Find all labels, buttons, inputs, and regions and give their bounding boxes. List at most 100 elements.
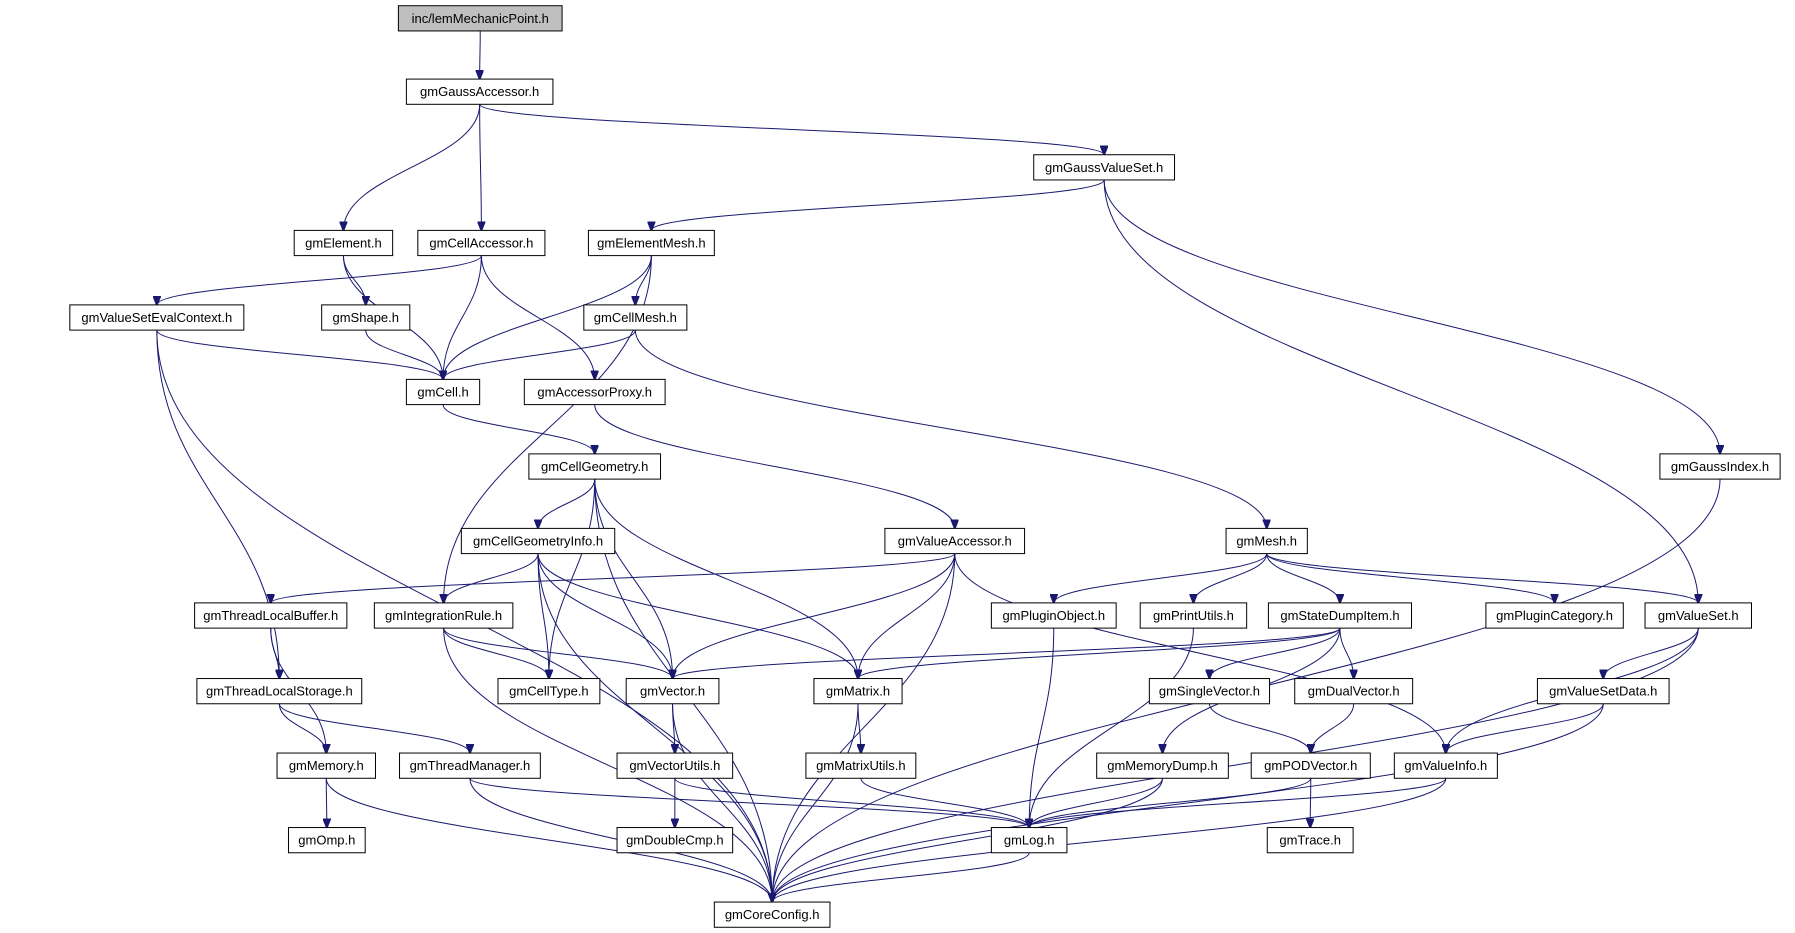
node-trace[interactable]: gmTrace.h [1266, 827, 1354, 854]
node-label: gmValueSetData.h [1549, 684, 1657, 699]
node-threadLocalBuffer[interactable]: gmThreadLocalBuffer.h [194, 602, 348, 629]
node-valueSetData[interactable]: gmValueSetData.h [1536, 678, 1670, 705]
node-valueSet[interactable]: gmValueSet.h [1644, 602, 1752, 629]
edge-gaussValueSet-to-gaussIndex [1103, 179, 1720, 454]
node-gaussAccessor[interactable]: gmGaussAccessor.h [405, 78, 554, 105]
node-label: gmElementMesh.h [597, 235, 705, 250]
edge-root-to-gaussAccessor [480, 30, 481, 79]
node-box [405, 378, 481, 406]
node-pluginObject[interactable]: gmPluginObject.h [990, 602, 1117, 629]
node-label: gmCellAccessor.h [429, 235, 533, 250]
node-box [805, 752, 917, 779]
node-gaussValueSet[interactable]: gmGaussValueSet.h [1033, 154, 1176, 181]
node-box [1250, 752, 1371, 779]
edge-stateDumpItem-to-matrix [858, 627, 1341, 678]
edge-stateDumpItem-to-singleVector [1209, 627, 1341, 678]
node-label: gmDualVector.h [1308, 684, 1400, 699]
node-valueSetEvalContext[interactable]: gmValueSetEvalContext.h [69, 304, 245, 331]
node-label: gmMemory.h [289, 758, 364, 773]
node-label: gmValueSetEvalContext.h [81, 310, 232, 325]
node-threadManager[interactable]: gmThreadManager.h [399, 752, 541, 779]
edge-valueAccessor-to-threadLocalBuffer [271, 553, 956, 603]
edge-valueAccessor-to-vector [673, 553, 956, 679]
edge-vector-to-coreConfig [672, 703, 773, 902]
node-cell[interactable]: gmCell.h [405, 378, 481, 406]
edge-cellGeometry-to-matrix [594, 479, 858, 678]
node-box [1294, 678, 1414, 705]
node-accessorProxy[interactable]: gmAccessorProxy.h [523, 378, 666, 406]
node-box [1267, 602, 1413, 629]
node-label: inc/lemMechanicPoint.h [412, 11, 549, 26]
edge-integrationRule-to-coreConfig [443, 628, 773, 902]
node-valueAccessor[interactable]: gmValueAccessor.h [884, 527, 1026, 555]
edge-cellGeometryInfo-to-matrix [537, 553, 858, 679]
node-box [1644, 602, 1752, 629]
node-memory[interactable]: gmMemory.h [276, 752, 376, 779]
node-vector[interactable]: gmVector.h [625, 678, 720, 705]
node-cellMesh[interactable]: gmCellMesh.h [583, 304, 688, 331]
header-file-nodes: inc/lemMechanicPoint.h gmGaussAccessor.h g… [69, 5, 1781, 928]
edge-memoryDump-to-coreConfig [772, 778, 1164, 902]
node-matrixUtils[interactable]: gmMatrixUtils.h [805, 752, 917, 779]
node-coreConfig[interactable]: gmCoreConfig.h [713, 901, 831, 928]
node-box [1393, 752, 1498, 779]
node-valueInfo[interactable]: gmValueInfo.h [1393, 752, 1498, 779]
edge-podVector-to-trace [1310, 778, 1311, 827]
node-box [293, 229, 394, 257]
edge-cellGeometry-to-cellGeometryInfo [538, 479, 596, 528]
node-dualVector[interactable]: gmDualVector.h [1294, 678, 1414, 705]
node-box [196, 678, 363, 705]
edge-cell-to-cellGeometry [442, 404, 595, 454]
node-element[interactable]: gmElement.h [293, 229, 394, 257]
edge-stateDumpItem-to-dualVector [1339, 628, 1354, 678]
node-box [1033, 154, 1176, 181]
node-doubleCmp[interactable]: gmDoubleCmp.h [616, 827, 734, 854]
node-cellType[interactable]: gmCellType.h [497, 678, 601, 705]
node-cellGeometry[interactable]: gmCellGeometry.h [528, 453, 662, 480]
node-stateDumpItem[interactable]: gmStateDumpItem.h [1267, 602, 1413, 629]
edge-cellGeometry-to-vector [594, 479, 673, 678]
node-box [497, 678, 601, 705]
node-shape[interactable]: gmShape.h [321, 304, 411, 331]
node-singleVector[interactable]: gmSingleVector.h [1148, 678, 1271, 705]
node-pluginCategory[interactable]: gmPluginCategory.h [1485, 602, 1624, 629]
node-label: gmMemoryDump.h [1107, 758, 1218, 773]
node-integrationRule[interactable]: gmIntegrationRule.h [373, 602, 514, 629]
node-gaussIndex[interactable]: gmGaussIndex.h [1659, 453, 1781, 480]
node-memoryDump[interactable]: gmMemoryDump.h [1096, 752, 1229, 779]
edge-vectorUtils-to-log [674, 777, 1029, 827]
node-log[interactable]: gmLog.h [990, 827, 1068, 854]
node-label: gmPluginObject.h [1002, 608, 1105, 623]
edge-integrationRule-to-cellType [443, 628, 549, 678]
node-label: gmPrintUtils.h [1153, 608, 1234, 623]
edge-valueSetEvalContext-to-cell [156, 329, 443, 379]
node-label: gmPluginCategory.h [1496, 608, 1613, 623]
node-box [287, 827, 366, 854]
edge-mesh-to-stateDumpItem [1266, 553, 1340, 603]
edge-gaussAccessor-to-gaussValueSet [479, 103, 1104, 154]
node-label: gmCellType.h [509, 684, 588, 699]
edge-mesh-to-printUtils [1193, 553, 1268, 603]
edge-mesh-to-valueSet [1266, 553, 1699, 603]
node-elementMesh[interactable]: gmElementMesh.h [587, 229, 715, 257]
node-printUtils[interactable]: gmPrintUtils.h [1139, 602, 1248, 629]
edge-mesh-to-pluginObject [1054, 553, 1268, 603]
node-vectorUtils[interactable]: gmVectorUtils.h [616, 752, 734, 779]
node-label: gmCellMesh.h [594, 310, 677, 325]
node-podVector[interactable]: gmPODVector.h [1250, 752, 1371, 779]
node-matrix[interactable]: gmMatrix.h [813, 678, 903, 705]
node-mesh[interactable]: gmMesh.h [1225, 527, 1308, 555]
node-label: gmValueInfo.h [1404, 758, 1487, 773]
node-omp[interactable]: gmOmp.h [287, 827, 366, 854]
node-label: gmCellGeometry.h [541, 459, 648, 474]
edge-matrix-to-coreConfig [772, 703, 859, 902]
node-cellGeometryInfo[interactable]: gmCellGeometryInfo.h [460, 527, 616, 555]
edge-dualVector-to-podVector [1311, 703, 1355, 753]
edge-stateDumpItem-to-vector [673, 627, 1341, 678]
node-threadLocalStorage[interactable]: gmThreadLocalStorage.h [196, 678, 363, 705]
node-box [1266, 827, 1354, 854]
node-label: gmShape.h [333, 310, 400, 325]
node-label: gmDoubleCmp.h [626, 833, 724, 848]
node-cellAccessor[interactable]: gmCellAccessor.h [417, 229, 546, 257]
